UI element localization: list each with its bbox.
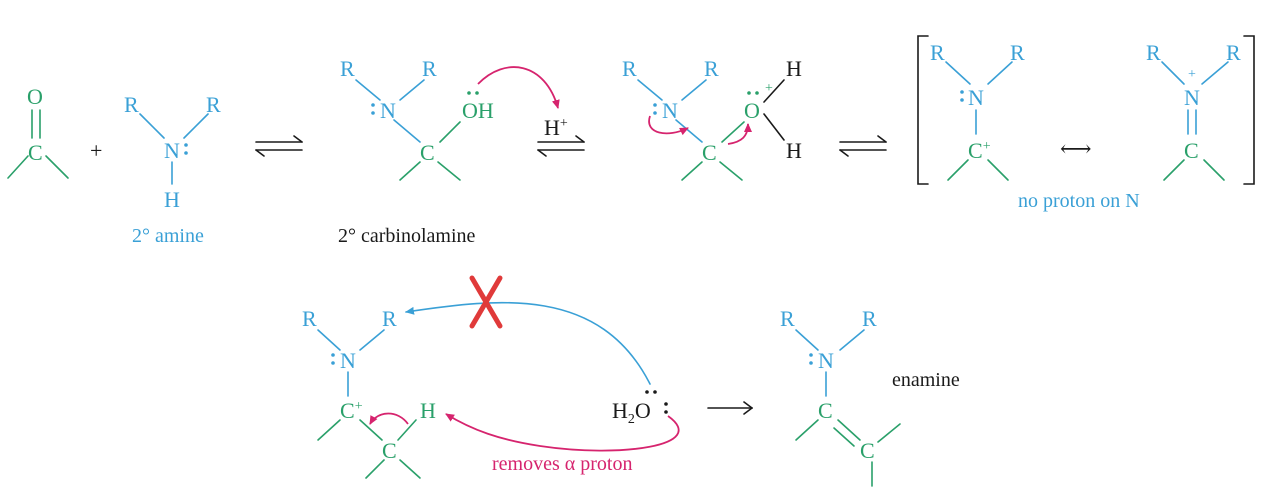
enamine-carbon-1: C: [818, 398, 833, 423]
protonated-nitrogen: N: [662, 98, 678, 123]
protonated-r-right: R: [704, 56, 719, 81]
water-base: H2O: [612, 390, 668, 427]
carbocation-intermediate: R R N C+ C H: [302, 306, 436, 479]
resonance2-r-left: R: [1146, 40, 1161, 65]
leaving-group-arrow: [727, 123, 752, 145]
carbinolamine-carbon: C: [420, 140, 435, 165]
water-molecule: H2O: [612, 398, 651, 427]
elimination-push-arrow: [369, 412, 409, 425]
resonance2-carbon: C: [1184, 138, 1199, 163]
resonance2-r-right: R: [1226, 40, 1241, 65]
oxonium-h-top: H: [786, 56, 802, 81]
carbinolamine-label: 2° carbinolamine: [338, 225, 476, 247]
enamine-nitrogen: N: [818, 348, 834, 373]
n-lone-pair-push-arrow: [648, 115, 689, 136]
ketone: O C: [7, 84, 69, 179]
ketone-oxygen: O: [27, 84, 43, 109]
carbinolamine: R R N C OH 2° carbinolamine: [338, 56, 494, 247]
bottom-r-right: R: [382, 306, 397, 331]
carbinolamine-r-right: R: [422, 56, 437, 81]
plus-sign: +: [90, 138, 102, 163]
bottom-nitrogen: N: [340, 348, 356, 373]
secondary-amine-label: 2° amine: [132, 225, 204, 247]
oxonium-h-bottom: H: [786, 138, 802, 163]
alpha-hydrogen: H: [420, 398, 436, 423]
protonated-r-left: R: [622, 56, 637, 81]
carbinolamine-hydroxyl: OH: [462, 98, 494, 123]
iminium-resonance: R R N C+ ⟷ R R + N C no proton on N: [917, 35, 1255, 212]
equilibrium-arrow-3: [839, 135, 887, 157]
equilibrium-arrow-2: H+: [537, 115, 585, 157]
bottom-carbocation: C+: [340, 398, 363, 423]
resonance1-nitrogen: N: [968, 85, 984, 110]
enamine-label: enamine: [892, 369, 960, 391]
iminium-charge: +: [1188, 67, 1196, 82]
enamine-r-left: R: [780, 306, 795, 331]
amine-nitrogen: N: [164, 138, 180, 163]
equilibrium-arrow-1: [255, 135, 303, 157]
protonated-carbon: C: [702, 140, 717, 165]
amine-r-right: R: [206, 92, 221, 117]
enamine-r-right: R: [862, 306, 877, 331]
enamine-carbon-2: C: [860, 438, 875, 463]
resonance1-r-left: R: [930, 40, 945, 65]
carbinolamine-r-left: R: [340, 56, 355, 81]
resonance1-r-right: R: [1010, 40, 1025, 65]
removes-alpha-label: removes α proton: [492, 453, 632, 475]
no-proton-label: no proton on N: [1018, 190, 1140, 212]
red-x-icon: [469, 275, 503, 329]
protonated-carbinolamine: R R N C + O H H: [622, 56, 802, 181]
oxonium-oxygen: O: [744, 98, 760, 123]
blocked-attack-arrow: [405, 301, 651, 385]
ketone-carbon: C: [28, 140, 43, 165]
bottom-r-left: R: [302, 306, 317, 331]
protonation-curved-arrow: [477, 66, 560, 109]
oxonium-charge: +: [765, 81, 773, 96]
enamine-product: R R N C C enamine: [780, 306, 960, 487]
h-plus-catalyst: H+: [544, 115, 568, 140]
resonance2-nitrogen: N: [1184, 85, 1200, 110]
resonance1-carbocation: C+: [968, 138, 991, 163]
alpha-proton-removal-arrow: [445, 413, 680, 452]
amine-r-left: R: [124, 92, 139, 117]
secondary-amine: R R N H 2° amine: [124, 92, 221, 247]
forward-arrow: [707, 401, 753, 415]
resonance-arrow: ⟷: [1060, 136, 1092, 161]
carbinolamine-nitrogen: N: [380, 98, 396, 123]
alpha-carbon: C: [382, 438, 397, 463]
amine-hydrogen: H: [164, 187, 180, 212]
